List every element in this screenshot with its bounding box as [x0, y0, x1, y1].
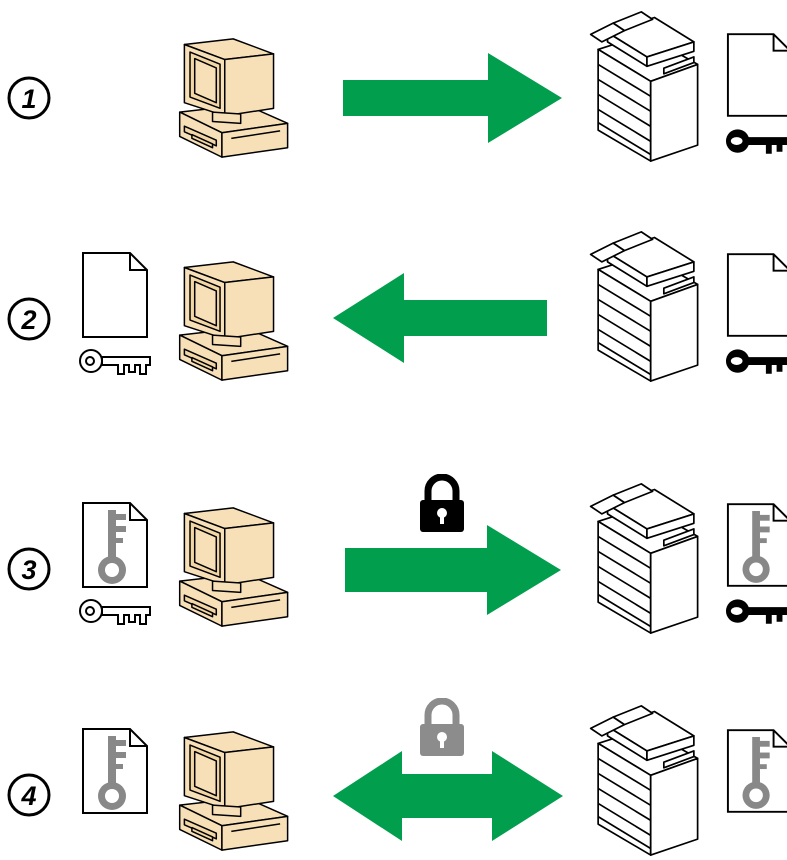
printer-icon — [585, 6, 707, 166]
arrow-icon — [345, 525, 561, 615]
svg-text:1: 1 — [21, 84, 36, 114]
printer-icon — [585, 700, 707, 860]
computer-icon — [175, 33, 297, 163]
key-icon — [725, 598, 787, 628]
step-row-1: 1 — [0, 0, 787, 200]
computer-icon — [175, 502, 297, 632]
computer-icon — [175, 256, 297, 386]
step-row-2: 2 — [0, 210, 787, 410]
document-icon — [725, 30, 787, 120]
bidirectional-arrow-icon — [333, 751, 563, 841]
key-icon — [725, 348, 787, 378]
printer-icon — [585, 478, 707, 638]
step-row-4: 4 — [0, 690, 787, 855]
encrypted-document-icon — [80, 500, 150, 590]
key-icon — [78, 598, 154, 628]
svg-text:2: 2 — [20, 305, 36, 335]
step-row-3: 3 — [0, 460, 787, 660]
encrypted-document-icon — [80, 726, 150, 816]
svg-text:3: 3 — [21, 555, 36, 585]
arrow-icon — [333, 273, 547, 363]
key-icon — [78, 348, 154, 378]
printer-icon — [585, 226, 707, 386]
document-icon — [725, 250, 787, 340]
svg-text:4: 4 — [20, 781, 36, 811]
step-number-1: 1 — [7, 76, 51, 120]
computer-icon — [175, 726, 297, 856]
step-number-4: 4 — [7, 773, 51, 817]
key-icon — [725, 128, 787, 158]
step-number-2: 2 — [7, 297, 51, 341]
document-icon — [80, 250, 150, 340]
step-number-3: 3 — [7, 547, 51, 591]
arrow-icon — [343, 53, 562, 143]
encrypted-document-icon — [725, 726, 787, 816]
encrypted-document-icon — [725, 500, 787, 590]
